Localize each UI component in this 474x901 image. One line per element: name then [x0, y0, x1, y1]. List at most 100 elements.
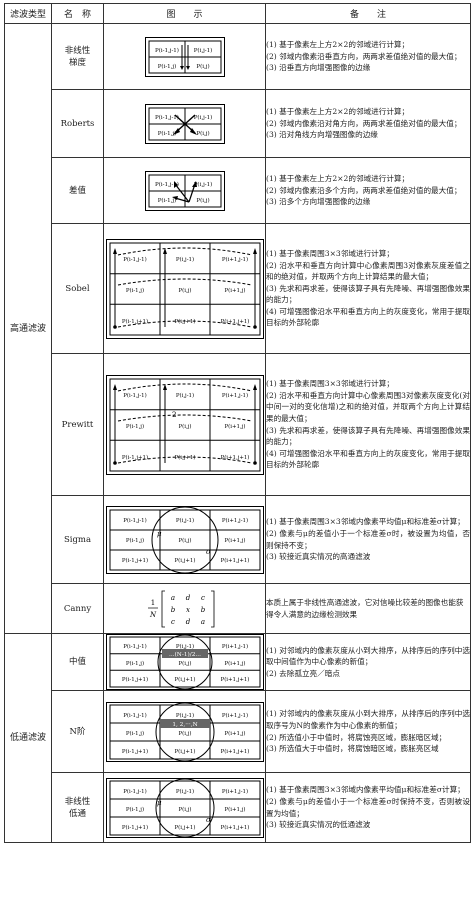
matrix-cell: d: [185, 594, 190, 602]
cell: P(i-1,j): [157, 197, 176, 204]
grid3-diagram: 2 P(i-1,j-1) P(i,j-1) P(i+1,j-1) P(i-1,j…: [105, 374, 264, 475]
filter-name: N阶: [51, 690, 104, 773]
filter-name: Prewitt: [51, 353, 104, 496]
cell: P(i+1,j+1): [220, 748, 249, 755]
cell: P(i,j+1): [174, 748, 195, 755]
row-prewitt: Prewitt 2 P(i-1,j-1) P(i,j-1) P(i+1,j-1)…: [5, 353, 471, 496]
remark-line: (2) 像素与μ的差值小于一个标准差σ时，被设置为均值，否则保持不变；: [266, 528, 470, 550]
remark-line: (3) 较接近真实情况的低通滤波: [266, 820, 371, 830]
filter-name-text: 非线性低通: [64, 796, 91, 819]
row-sigma: Sigma μ σ P(i-1,j-1) P(i,j-1) P(i+1,j-1)…: [5, 495, 471, 584]
filter-figure: μ σ P(i-1,j-1) P(i,j-1) P(i+1,j-1) P(i-1…: [103, 772, 266, 843]
cell: P(i,j+1): [174, 824, 195, 831]
remark-line: (2) 邻域内像素沿多个方向，两两求差值绝对值的最大值；: [266, 185, 462, 195]
filter-name: 非线性低通: [51, 772, 104, 843]
cell: P(i,j): [178, 660, 191, 667]
filter-name-text: 非线性梯度: [64, 45, 91, 68]
filter-remarks: (1) 对邻域内的像素灰度从小到大排序，从排序后的序列中选取中间值作为中心像素的…: [265, 633, 471, 691]
filter-name: Sigma: [51, 495, 104, 584]
matrix-cell: b: [200, 606, 205, 614]
matrix-cell: c: [201, 594, 205, 602]
remark-line: (3) 所选值大于中值时，将腐蚀暗区域，膨胀亮区域: [266, 744, 439, 754]
cell: P(i,j-1): [175, 517, 193, 524]
cell: P(i+1,j): [224, 423, 245, 430]
group-label: 低通滤波: [9, 733, 46, 743]
rank-badge: 1, 2,···,N: [172, 722, 197, 728]
cell: P(i-1,j-1): [123, 712, 146, 719]
canny-matrix: 1 N a d c b x b c d a: [147, 590, 214, 627]
filter-remarks: (1) 基于像素周围3×3邻域进行计算； (2) 沿水平和垂直方向计算中心像素周…: [265, 353, 471, 496]
filter-name-text: 中值: [68, 657, 86, 667]
row-canny: Canny 1 N a d c b x b c d a 本质上属于非线性高通滤波…: [5, 583, 471, 634]
filter-figure: P(i-1,j-1) P(i,j-1) P(i+1,j-1) P(i-1,j) …: [103, 223, 266, 354]
cell: P(i,j-1): [175, 392, 193, 399]
rank-badge: ...(N-1)/2...: [169, 651, 201, 658]
remark-line: (4) 可增强图像沿水平和垂直方向上的灰度变化，常用于提取目标的外部轮廓: [266, 448, 470, 470]
grid2-diagram: P(i-1,j-1) P(i,j-1) P(i-1,j) P(i,j): [144, 170, 225, 211]
cell: P(i,j): [196, 197, 209, 204]
remark-line: (1) 基于像素周围3×3邻域内像素平均值μ和标准差σ计算；: [266, 517, 465, 527]
cell: P(i,j): [196, 130, 209, 137]
cell: P(i,j): [196, 63, 209, 70]
grid2-diagram: P(i-1,j-1) P(i,j-1) P(i-1,j) P(i,j): [144, 36, 225, 77]
cell: P(i,j+1): [174, 557, 195, 564]
cell: P(i+1,j-1): [221, 788, 247, 795]
filter-name-text: 差值: [68, 185, 86, 196]
row-nonlinear-lowpass: 非线性低通 μ σ P(i-1,j-1) P(i,j-1) P(i+1,j-1)…: [5, 772, 471, 843]
filter-name: Roberts: [51, 89, 104, 158]
remark-line: (1) 基于像素周围3×3邻域进行计算；: [266, 248, 394, 258]
cell: P(i+1,j-1): [221, 256, 247, 263]
filter-name: Canny: [51, 583, 104, 634]
sigma-label: σ: [206, 816, 211, 824]
frac-den: N: [148, 611, 156, 619]
cell: P(i+1,j-1): [221, 643, 247, 650]
cell: P(i-1,j-1): [155, 47, 179, 54]
group-lowpass: 低通滤波: [4, 633, 52, 843]
cell: P(i-1,j): [125, 423, 143, 430]
cell: P(i-1,j+1): [121, 557, 147, 564]
matrix-cell: d: [185, 618, 190, 626]
cell: P(i-1,j): [125, 660, 143, 667]
remark-line: (2) 像素与μ的差值小于一个标准差σ时保持不变，否则被设置为均值；: [266, 796, 470, 818]
cell: P(i,j-1): [193, 114, 212, 121]
row-nth-order: N阶 P(i-1,j-1) P(i,j-1) P(i+1,j-1) P(i-1,…: [5, 690, 471, 773]
grid2-diagram: P(i-1,j-1) P(i,j-1) P(i-1,j) P(i,j): [144, 103, 225, 144]
cell: P(i-1,j-1): [123, 788, 146, 795]
remark-line: (3) 沿多个方向增强图像的边缘: [266, 197, 371, 207]
filter-remarks: (1) 对邻域内的像素灰度从小到大排序，从排序后的序列中选取序号为N的像素作为中…: [265, 690, 471, 773]
filter-remarks: (1) 基于像素左上方2×2的邻域进行计算； (2) 邻域内像素沿对角方向，两两…: [265, 89, 471, 158]
filter-name: Sobel: [51, 223, 104, 354]
cell: P(i-1,j-1): [155, 181, 179, 188]
filter-figure: μ σ P(i-1,j-1) P(i,j-1) P(i+1,j-1) P(i-1…: [103, 495, 266, 584]
header-name: 名 称: [51, 3, 104, 24]
cell: P(i-1,j): [125, 537, 143, 544]
cell: P(i-1,j-1): [123, 392, 146, 399]
cell: P(i+1,j-1): [221, 392, 247, 399]
filter-figure: P(i-1,j-1) P(i,j-1) P(i-1,j) P(i,j): [103, 23, 266, 90]
remark-line: (2) 所选值小于中值时，将腐蚀亮区域，膨胀暗区域；: [266, 732, 447, 742]
filter-figure: P(i-1,j-1) P(i,j-1) P(i+1,j-1) P(i-1,j) …: [103, 690, 266, 773]
filter-name-text: Sobel: [65, 283, 90, 294]
matrix-cell: a: [170, 594, 174, 602]
cell: P(i-1,j+1): [121, 824, 147, 831]
cell: P(i-1,j+1): [121, 454, 147, 461]
cell: P(i,j): [178, 423, 191, 430]
row-median: 低通滤波 中值 P(i-1,j-1) P(i,j-1) P(i+1,j-1) P…: [4, 633, 471, 843]
cell: P(i,j): [178, 537, 191, 544]
filter-name-text: Prewitt: [61, 419, 94, 430]
matrix-cell: c: [171, 618, 175, 626]
frac-num: 1: [150, 599, 154, 607]
row-difference: 差值 P(i-1,j-1) P(i,j-1) P(i-1,j) P(i,j) (…: [5, 157, 471, 224]
cell: P(i+1,j+1): [220, 318, 249, 325]
cell: P(i+1,j-1): [221, 712, 247, 719]
filter-figure: 2 P(i-1,j-1) P(i,j-1) P(i+1,j-1) P(i-1,j…: [103, 353, 266, 496]
remark-line: (1) 对邻域内的像素灰度从小到大排序，从排序后的序列中选取序号为N的像素作为中…: [266, 709, 470, 730]
remark-line: (3) 沿垂直方向增强图像的边缘: [266, 63, 371, 73]
filter-name: 非线性梯度: [51, 23, 104, 90]
filter-name-text: Sigma: [63, 534, 92, 545]
remark-line: (2) 邻域内像素沿垂直方向，两两求差值绝对值的最大值；: [266, 51, 462, 61]
matrix-cell: x: [186, 606, 190, 614]
cell: P(i+1,j+1): [220, 454, 249, 461]
grid3-circle-diagram: P(i-1,j-1) P(i,j-1) P(i+1,j-1) P(i-1,j) …: [105, 701, 264, 762]
remark-line: (3) 先求和再求差，使得该算子具有先降噪、再增强图像效果的能力；: [266, 283, 470, 305]
